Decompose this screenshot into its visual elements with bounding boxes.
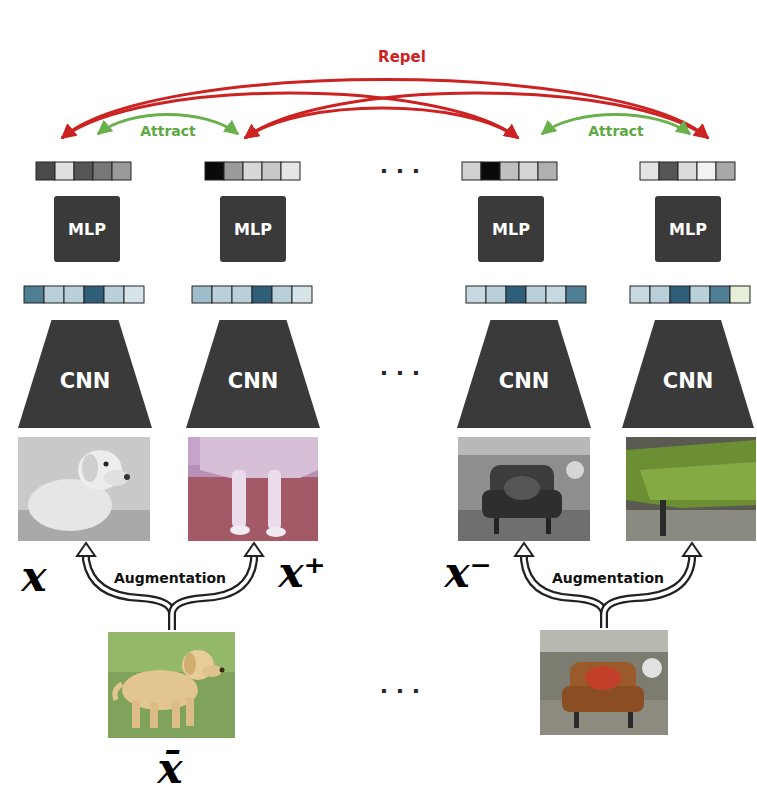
- augmented-chair-crop: [626, 437, 756, 541]
- cnn-encoder: CNN: [457, 320, 591, 428]
- ellipsis: · · ·: [380, 360, 420, 385]
- augmentation-arrowheads: [77, 543, 701, 556]
- node-text: MLP: [669, 220, 707, 239]
- representation-vectors: [24, 286, 750, 303]
- math-symbol: x⁺: [278, 548, 325, 597]
- attract-label: Attract: [588, 123, 644, 139]
- original-chair-photo: [540, 630, 668, 735]
- node-text: MLP: [68, 220, 106, 239]
- mlp-head: MLP: [220, 196, 286, 262]
- mlp-head: MLP: [478, 196, 544, 262]
- augmentation-label: Augmentation: [114, 570, 226, 586]
- cnn-encoder: CNN: [186, 320, 320, 428]
- repel-label: Repel: [375, 48, 429, 66]
- ellipsis: · · ·: [380, 158, 420, 183]
- node-text: MLP: [492, 220, 530, 239]
- math-symbol: x⁻: [444, 548, 491, 597]
- augmented-chair-gray: [458, 437, 590, 541]
- repel-arcs: [62, 80, 708, 139]
- node-text: CNN: [663, 369, 714, 393]
- math-symbol: x̄: [157, 744, 182, 793]
- node-text: CNN: [228, 369, 279, 393]
- cnn-encoder: CNN: [622, 320, 754, 428]
- augmentation-label: Augmentation: [552, 570, 664, 586]
- augmented-dog-crop: [188, 437, 318, 541]
- mlp-head: MLP: [655, 196, 721, 262]
- augmentation-arrows: [86, 553, 692, 630]
- cnn-encoder: CNN: [18, 320, 152, 428]
- augmented-dog-gray: [18, 437, 150, 541]
- mlp-head: MLP: [54, 196, 120, 262]
- attract-label: Attract: [140, 123, 196, 139]
- ellipsis: · · ·: [380, 678, 420, 703]
- node-text: MLP: [234, 220, 272, 239]
- math-symbol: x: [21, 552, 46, 601]
- original-dog-photo: [108, 632, 235, 738]
- node-text: CNN: [60, 369, 111, 393]
- node-text: CNN: [499, 369, 550, 393]
